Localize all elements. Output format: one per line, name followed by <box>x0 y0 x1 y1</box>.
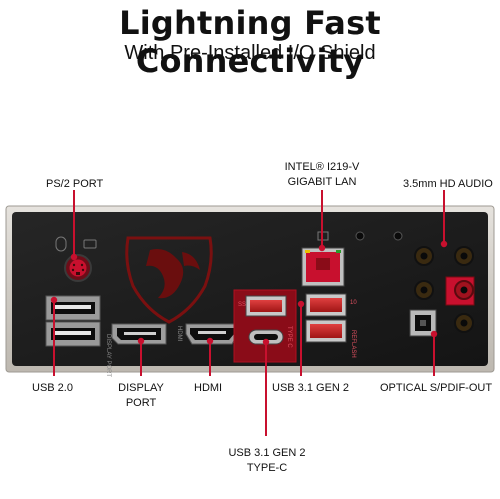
label-usb31-gen2: USB 3.1 GEN 2 <box>272 382 350 394</box>
label-lan-line2: GIGABIT LAN <box>287 176 357 188</box>
mouse-keyboard-icon <box>55 236 97 252</box>
usb31-type-a-red-port <box>245 295 287 317</box>
label-hdmi: HDMI <box>194 382 223 394</box>
panel-text-ss10: 10 <box>350 300 357 306</box>
label-usbc-line1: USB 3.1 GEN 2 <box>228 447 306 459</box>
lan-port <box>301 247 345 287</box>
label-usbc-line2: TYPE-C <box>246 462 288 474</box>
label-hd-audio: 3.5mm HD AUDIO <box>403 178 493 190</box>
label-intel-lan: INTEL® I219-V GIGABIT LAN <box>270 160 374 190</box>
panel-text-reflash: REFLASH <box>350 330 356 358</box>
msi-dragon-logo <box>125 236 213 324</box>
label-ps2-port: PS/2 PORT <box>46 178 104 190</box>
ps2-port <box>64 254 92 282</box>
shield-screw-holes <box>355 231 403 241</box>
usb-type-c-port <box>248 329 284 345</box>
callout-lines <box>50 190 448 436</box>
label-display-line1: DISPLAY <box>118 382 164 394</box>
label-optical-spdif: OPTICAL S/PDIF-OUT <box>380 382 493 394</box>
label-display-port: DISPLAY PORT <box>110 381 172 411</box>
page-title: Lightning Fast Connectivity <box>119 4 381 80</box>
label-usb20: USB 2.0 <box>32 382 73 394</box>
panel-text-hdmi: HDMI <box>176 326 182 342</box>
usb31-gen2-ports <box>305 293 347 343</box>
audio-jacks <box>414 246 475 333</box>
page-subtitle: With Pre-Installed I/O Shield <box>124 42 376 64</box>
label-lan-line1: INTEL® I219-V <box>284 161 360 173</box>
hdmi-connector <box>185 323 239 345</box>
label-display-line2: PORT <box>125 397 157 409</box>
panel-text-display-port: DISPLAY PORT <box>105 334 111 377</box>
label-usb31-type-c: USB 3.1 GEN 2 TYPE-C <box>214 446 320 476</box>
display-port-connector <box>111 323 167 345</box>
optical-spdif-port <box>409 309 437 337</box>
panel-text-ss: SS <box>238 302 246 308</box>
panel-text-type-c: TYPE C <box>286 326 292 348</box>
